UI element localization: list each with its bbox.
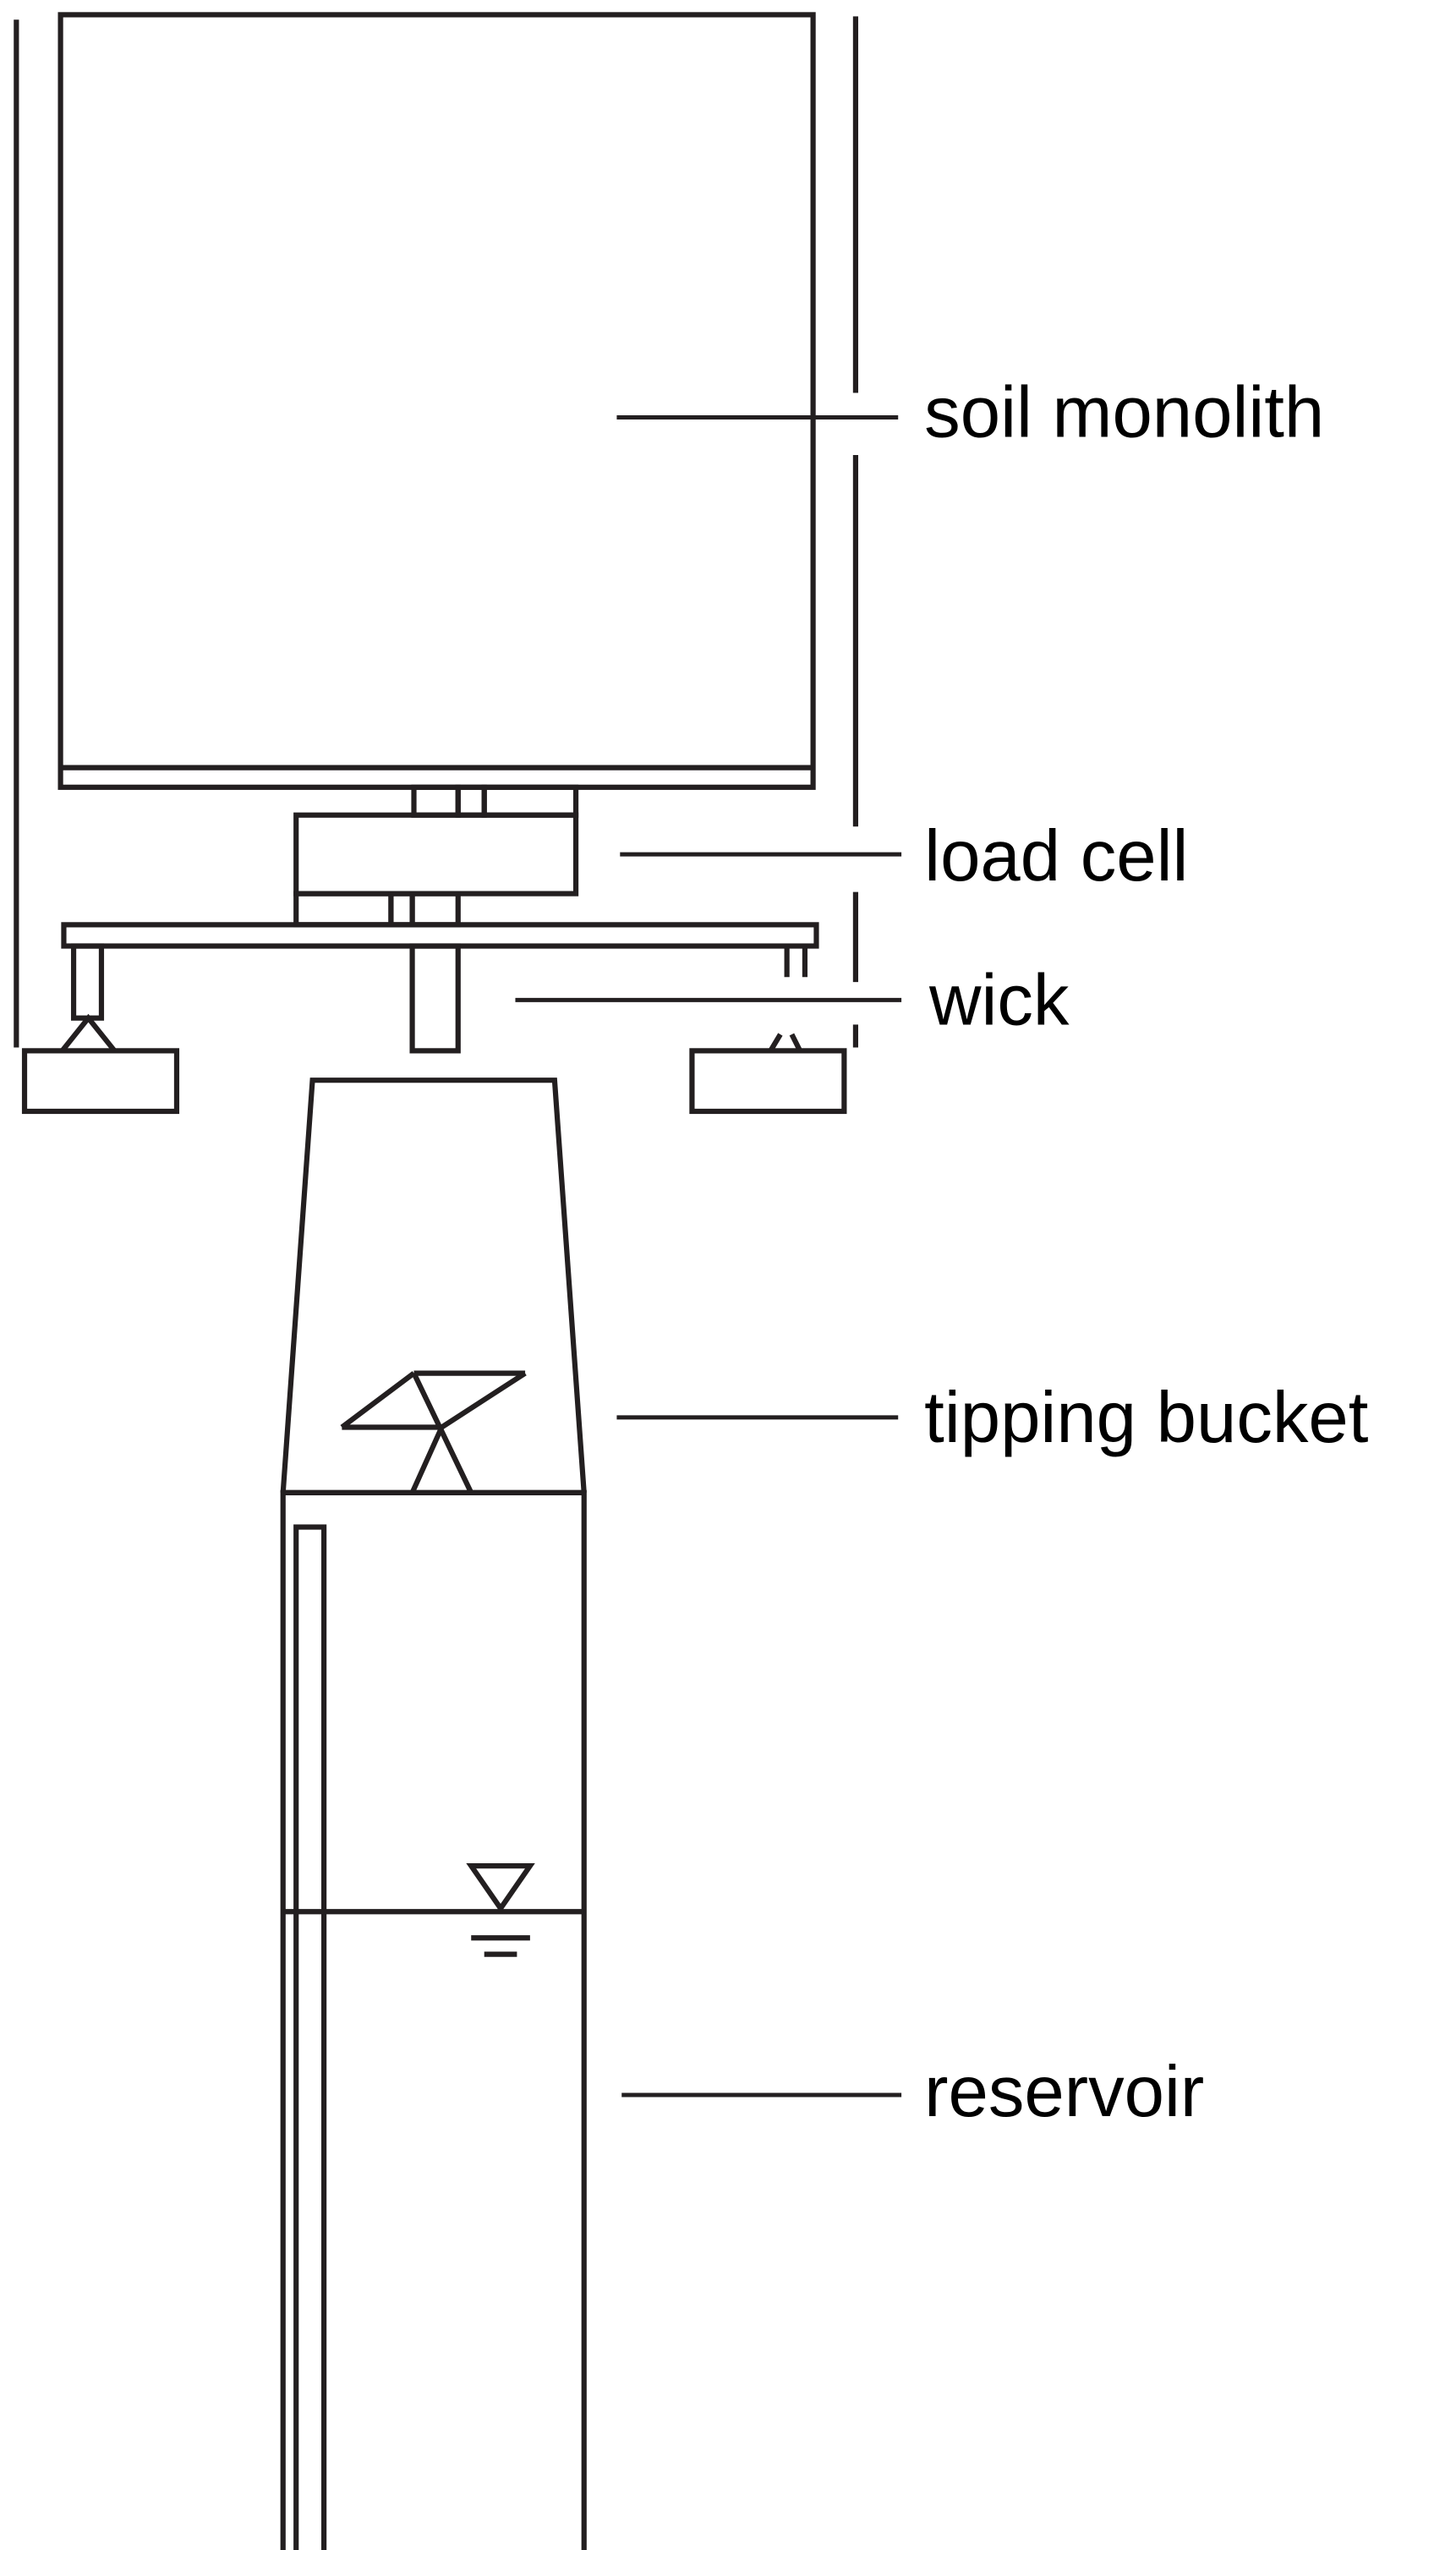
- support-plate: [21, 922, 847, 1115]
- tipping-bucket-mechanism: [340, 1370, 527, 1494]
- load-cell: [293, 784, 579, 928]
- tipping-bucket: [280, 1078, 587, 1495]
- label-wick: wick: [928, 960, 1070, 1040]
- label-soil-monolith: soil monolith: [924, 373, 1324, 453]
- soil-monolith: [57, 12, 816, 790]
- outer-frame: [14, 16, 859, 1048]
- label-load-cell: load cell: [924, 816, 1188, 897]
- reservoir: [280, 1489, 587, 2550]
- leader-lines: [515, 414, 902, 2098]
- wick: [409, 943, 461, 1054]
- water-level-icon: [466, 1863, 535, 1957]
- label-reservoir: reservoir: [924, 2052, 1204, 2132]
- label-tipping-bucket: tipping bucket: [924, 1378, 1369, 1458]
